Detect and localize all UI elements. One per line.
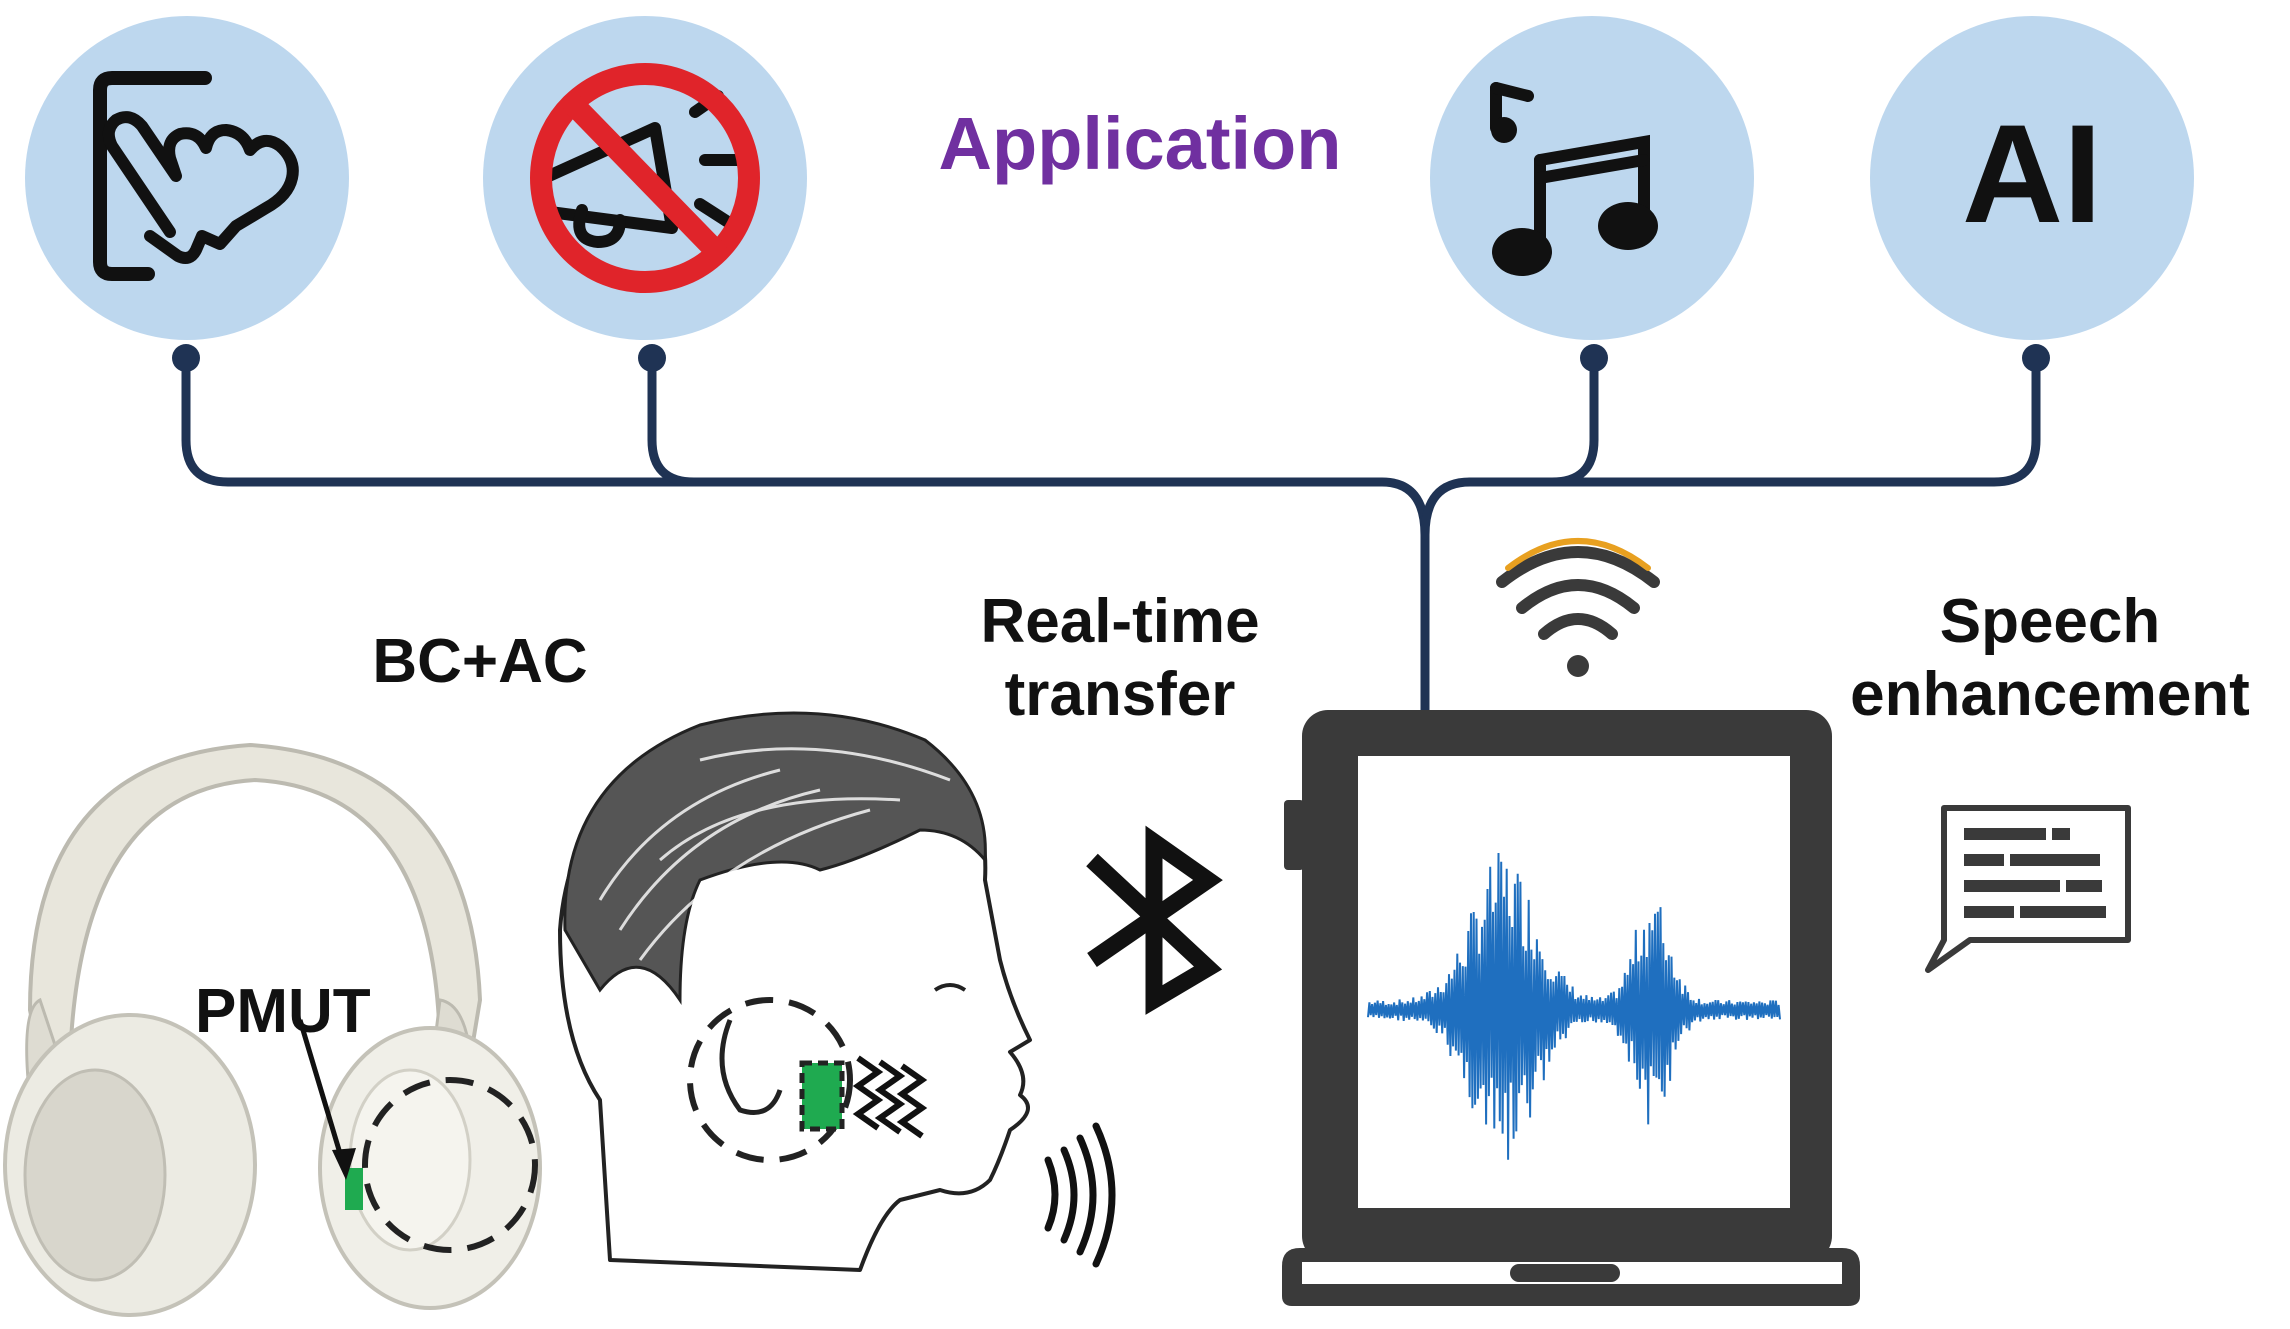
realtime-line2: transfer [1004,660,1236,730]
sound-waves-icon [1044,1122,1116,1268]
head-profile-image [558,711,1032,1272]
touch-gesture-icon [25,16,349,340]
speech-waveform [1367,852,1781,1160]
speech-line2: enhancement [1850,660,2250,730]
speech-line1: Speech [1939,587,2161,656]
headphones-image [3,742,542,1317]
page-title: Application [938,102,1342,185]
no-noise-icon [483,16,807,340]
waveform-trace [1367,852,1781,1160]
bc-ac-label: BC+AC [372,627,588,696]
chat-bubble-icon [1925,805,2131,973]
music-icon [1430,16,1754,340]
realtime-line1: Real-time [980,587,1260,656]
bluetooth-icon [1086,825,1223,1015]
speech-enhancement-label: Speech enhancement [1810,585,2290,731]
ai-icon: AI [1870,16,2194,340]
pmut-label: PMUT [195,977,371,1046]
connector-tree [181,353,2041,715]
wifi-icon [1496,538,1660,677]
realtime-transfer-label: Real-time transfer [920,585,1320,731]
connector-dots [172,344,2050,372]
svg-text:AI: AI [1962,95,2102,252]
